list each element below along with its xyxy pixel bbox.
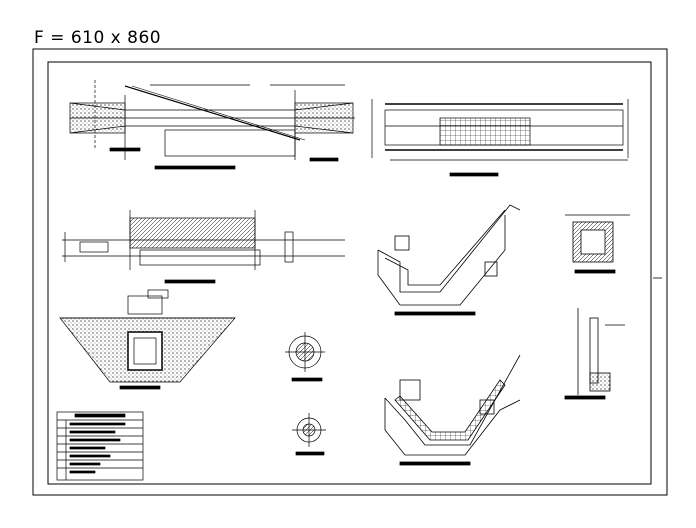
- sheet-title: F = 610 x 860: [34, 28, 162, 48]
- section-view-top-right: [371, 99, 629, 177]
- outer-frame: [32, 48, 668, 496]
- legend-table: [56, 411, 144, 481]
- long-section-middle-left: [62, 210, 345, 284]
- box-detail-right: [565, 214, 630, 274]
- inner-frame: [47, 61, 652, 485]
- embankment-section: [59, 289, 236, 390]
- wall-detail-right: [564, 308, 625, 400]
- plan-view-top-left: [69, 80, 355, 170]
- chute-section-middle: [377, 204, 521, 316]
- circular-detail-lower: [292, 413, 326, 456]
- circular-detail-upper: [285, 332, 325, 382]
- chute-section-lower: [384, 354, 521, 466]
